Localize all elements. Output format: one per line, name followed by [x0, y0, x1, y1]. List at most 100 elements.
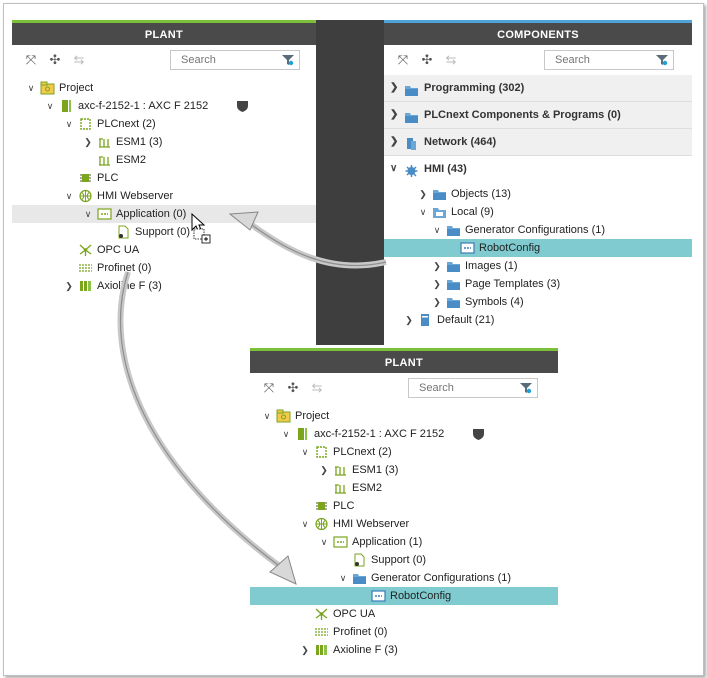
expand-chevron-icon[interactable]: ❯ [433, 261, 441, 271]
tree-node-axioline-f-3[interactable]: ❯Axioline F (3) [250, 641, 558, 659]
tree-node-symbols-4[interactable]: ❯ Symbols (4) [384, 293, 692, 311]
tree-node-objects-13[interactable]: ❯Objects (13) [384, 185, 692, 203]
tree-node-images-1[interactable]: ❯Images (1) [384, 257, 692, 275]
collapse-chevron-icon[interactable]: ∨ [65, 119, 73, 129]
components-search-box[interactable] [544, 50, 674, 70]
tree-node-axc-f-2152-1-axc-f-2152[interactable]: ∨axc-f-2152-1 : AXC F 2152 [250, 425, 558, 443]
sync-icon[interactable]: ⇆ [445, 52, 457, 67]
controller-icon [295, 427, 310, 441]
tree-node-esm1-3[interactable]: ❯ESM1 (3) [250, 461, 558, 479]
filter-icon[interactable] [281, 53, 295, 67]
tree-node-plcnext-2[interactable]: ∨PLCnext (2) [250, 443, 558, 461]
tree-node-application-0[interactable]: ∨Application (0) [12, 205, 316, 223]
default-icon [418, 313, 433, 327]
expand-chevron-icon[interactable]: ❯ [390, 109, 399, 120]
collapse-chevron-icon[interactable]: ∨ [339, 573, 347, 583]
tree-node-project[interactable]: ∨ Project [250, 407, 558, 425]
tree-node-plc[interactable]: PLC [12, 169, 316, 187]
expand-chevron-icon[interactable]: ❯ [390, 82, 399, 93]
tree-node-axioline-f-3[interactable]: ❯ Axioline F (3) [12, 277, 316, 295]
expand-chevron-icon[interactable]: ❯ [84, 137, 92, 147]
expand-all-icon[interactable]: ⤧ [25, 52, 37, 67]
tree-node-esm1-3[interactable]: ❯ESM1 (3) [12, 133, 316, 151]
support-icon [116, 225, 131, 239]
collapse-all-icon[interactable]: ✣ [421, 52, 433, 67]
expand-chevron-icon[interactable]: ❯ [433, 297, 441, 307]
tree-node-project[interactable]: ∨Project [12, 79, 316, 97]
collapse-chevron-icon[interactable]: ∨ [282, 429, 290, 439]
plant-tree: ∨Project∨axc-f-2152-1 : AXC F 2152∨PLCne… [12, 75, 316, 335]
tree-node-page-templates-3[interactable]: ❯Page Templates (3) [384, 275, 692, 293]
tree-node-label: Axioline F (3) [97, 280, 162, 292]
collapse-all-icon[interactable]: ✣ [49, 52, 61, 67]
tree-node-label: Project [295, 410, 330, 422]
collapse-all-icon[interactable]: ✣ [287, 380, 299, 395]
tree-node-hmi-webserver[interactable]: ∨HMI Webserver [250, 515, 558, 533]
collapse-chevron-icon[interactable]: ∨ [263, 411, 271, 421]
plant-search-box[interactable] [170, 50, 300, 70]
filter-icon[interactable] [519, 381, 533, 395]
collapse-chevron-icon[interactable]: ∨ [46, 101, 54, 111]
filter-icon[interactable] [655, 53, 669, 67]
tree-node-plcnext-2[interactable]: ∨ PLCnext (2) [12, 115, 316, 133]
plant-tree: ∨ Project ∨axc-f-2152-1 : AXC F 2152∨PLCne… [250, 403, 558, 663]
tree-node-generator-configurations-1[interactable]: ∨Generator Configurations (1) [384, 221, 692, 239]
tree-node-support-0[interactable]: Support (0) [12, 223, 316, 241]
tree-node-label: HMI Webserver [97, 190, 174, 202]
tree-node-generator-configurations-1[interactable]: ∨Generator Configurations (1) [250, 569, 558, 587]
category-programming-302[interactable]: ❯Programming (302) [384, 75, 692, 102]
collapse-chevron-icon[interactable]: ∨ [433, 225, 441, 235]
tree-node-label: Application (1) [352, 536, 423, 548]
chip-icon [78, 171, 93, 185]
tree-node-axc-f-2152-1-axc-f-2152[interactable]: ∨axc-f-2152-1 : AXC F 2152 [12, 97, 316, 115]
plant-search-input[interactable] [417, 381, 511, 395]
tree-node-label: PLCnext (2) [97, 118, 156, 130]
category-hmi-43[interactable]: ∨ HMI (43) [384, 156, 692, 182]
collapse-chevron-icon[interactable]: ∨ [390, 163, 398, 174]
tree-node-esm2[interactable]: ESM2 [12, 151, 316, 169]
tree-node-default-21[interactable]: ❯Default (21) [384, 311, 692, 329]
collapse-chevron-icon[interactable]: ∨ [419, 207, 427, 217]
tree-node-robotconfig[interactable]: RobotConfig [250, 587, 558, 605]
expand-all-icon[interactable]: ⤧ [397, 52, 409, 67]
tree-node-hmi-webserver[interactable]: ∨ HMI Webserver [12, 187, 316, 205]
expand-chevron-icon[interactable]: ❯ [301, 645, 309, 655]
folder-icon [446, 223, 461, 237]
collapse-chevron-icon[interactable]: ∨ [301, 447, 309, 457]
collapse-chevron-icon[interactable]: ∨ [84, 209, 92, 219]
tree-node-esm2[interactable]: ESM2 [250, 479, 558, 497]
plant-panel-bottom: PLANT ⤧ ✣ ⇆ ∨Project∨axc-f-2152-1 : AXC … [250, 348, 558, 663]
tree-node-application-1[interactable]: ∨ Application (1) [250, 533, 558, 551]
expand-chevron-icon[interactable]: ❯ [433, 279, 441, 289]
collapse-chevron-icon[interactable]: ∨ [320, 537, 328, 547]
folder-icon [446, 295, 461, 309]
tree-node-opc-ua[interactable]: OPC UA [12, 241, 316, 259]
plant-search-input[interactable] [179, 53, 273, 67]
tree-node-robotconfig[interactable]: RobotConfig [384, 239, 692, 257]
tree-node-profinet-0[interactable]: Profinet (0) [12, 259, 316, 277]
tree-node-opc-ua[interactable]: OPC UA [250, 605, 558, 623]
expand-chevron-icon[interactable]: ❯ [405, 315, 413, 325]
expand-chevron-icon[interactable]: ❯ [419, 189, 427, 199]
collapse-chevron-icon[interactable]: ∨ [65, 191, 73, 201]
tree-node-profinet-0[interactable]: Profinet (0) [250, 623, 558, 641]
esm-icon [97, 153, 112, 167]
category-label: HMI (43) [424, 163, 467, 175]
expand-all-icon[interactable]: ⤧ [263, 380, 275, 395]
tree-node-support-0[interactable]: Support (0) [250, 551, 558, 569]
sync-icon[interactable]: ⇆ [73, 52, 85, 67]
collapse-chevron-icon[interactable]: ∨ [27, 83, 35, 93]
collapse-chevron-icon[interactable]: ∨ [301, 519, 309, 529]
plant-search-box[interactable] [408, 378, 538, 398]
expand-chevron-icon[interactable]: ❯ [390, 136, 399, 147]
components-search-input[interactable] [553, 53, 647, 67]
tree-node-plc[interactable]: PLC [250, 497, 558, 515]
tree-node-label: Symbols (4) [465, 296, 524, 308]
expand-chevron-icon[interactable]: ❯ [65, 281, 73, 291]
category-network-464[interactable]: ❯Network (464) [384, 129, 692, 156]
expand-chevron-icon[interactable]: ❯ [320, 465, 328, 475]
category-plcnext-components-programs-0[interactable]: ❯PLCnext Components & Programs (0) [384, 102, 692, 129]
components-panel: COMPONENTS ⤧ ✣ ⇆ ❯Programming (302)❯PLCn… [384, 20, 692, 355]
tree-node-local-9[interactable]: ∨Local (9) [384, 203, 692, 221]
sync-icon[interactable]: ⇆ [311, 380, 323, 395]
